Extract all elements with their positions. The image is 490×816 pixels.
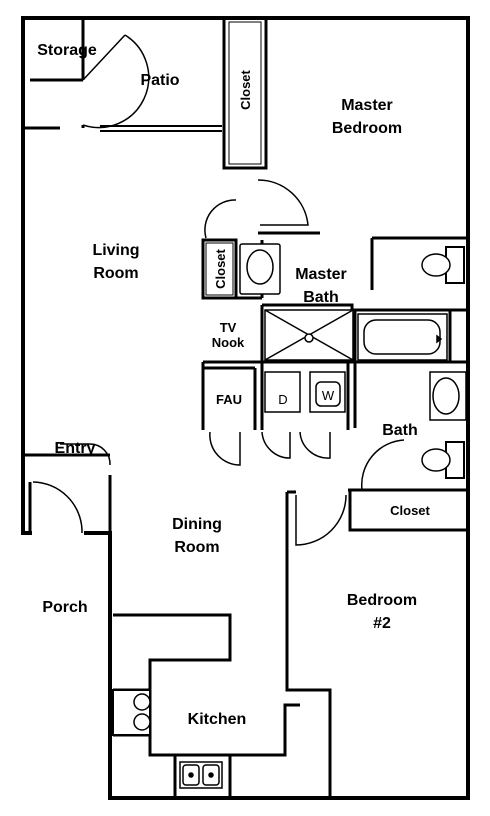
- fixtures: [133, 243, 467, 789]
- label-washer: W: [322, 388, 335, 403]
- label-entry: Entry: [55, 440, 96, 457]
- label-living-room-line1: Living: [92, 242, 139, 259]
- label-master-bedroom-line2: Bedroom: [332, 120, 402, 137]
- door-swings: [32, 34, 405, 546]
- bathtub-icon: [363, 319, 441, 355]
- label-tv-nook-line1: TV: [220, 320, 237, 335]
- label-closet-master: Closet: [213, 248, 228, 288]
- label-master-bath-line2: Bath: [303, 289, 339, 306]
- label-living-room-line2: Room: [93, 265, 138, 282]
- interior-walls: [23, 16, 468, 798]
- bath-toilet-icon: [421, 448, 451, 472]
- label-closet-top: Closet: [238, 69, 253, 109]
- label-fau: FAU: [216, 392, 242, 407]
- label-dining-room-line1: Dining: [172, 516, 222, 533]
- stove-icon: [133, 693, 151, 711]
- label-bath: Bath: [382, 422, 418, 439]
- label-bedroom2-line1: Bedroom: [347, 592, 417, 609]
- label-dining-room-line2: Room: [174, 539, 219, 556]
- room-labels: Storage Patio Closet Master Bedroom Livi…: [37, 42, 430, 728]
- exterior-walls: [21, 16, 470, 800]
- label-kitchen: Kitchen: [188, 711, 247, 728]
- master-sink-icon: [246, 249, 274, 285]
- bath-sink-icon: [432, 377, 460, 415]
- label-bedroom2-line2: #2: [373, 615, 391, 632]
- label-storage: Storage: [37, 42, 97, 59]
- label-patio: Patio: [140, 72, 179, 89]
- label-tv-nook-line2: Nook: [212, 335, 245, 350]
- label-closet-bedroom2: Closet: [390, 503, 430, 518]
- label-master-bath-line1: Master: [295, 266, 347, 283]
- label-master-bedroom-line1: Master: [341, 97, 393, 114]
- label-dryer: D: [278, 392, 287, 407]
- master-toilet-icon: [421, 253, 451, 277]
- label-porch: Porch: [42, 599, 87, 616]
